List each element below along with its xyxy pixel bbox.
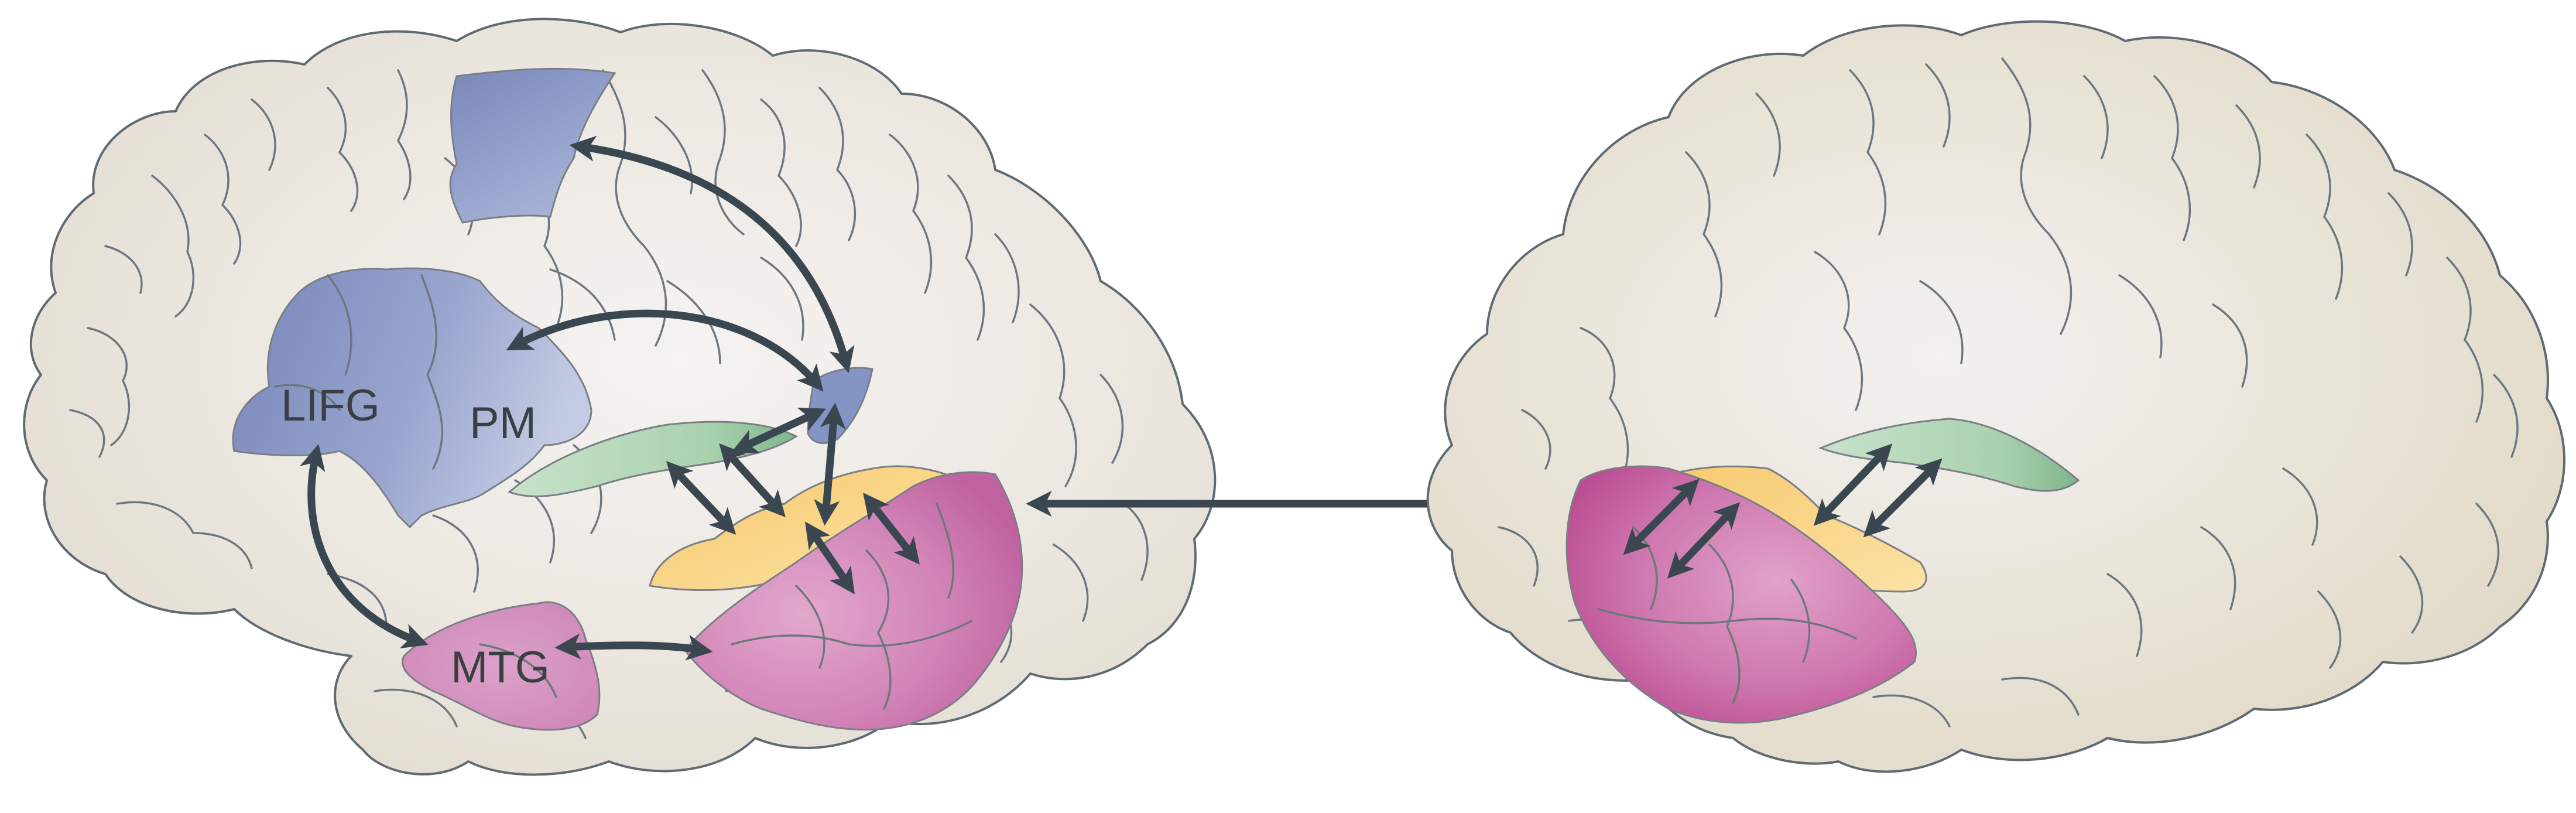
pm-label: PM (470, 398, 536, 448)
right-brain-outline (1426, 20, 2565, 773)
right-arrows (1623, 443, 1943, 579)
arrow-mtg-to-temporal (554, 633, 713, 661)
right-sulci (1498, 57, 2519, 727)
arrow-yellow-to-temporal-2 (863, 493, 920, 565)
arrow-superior-frontal-to-parietal (569, 135, 855, 374)
right-hemisphere (1426, 20, 2565, 773)
arrow-pm-to-parietal (506, 309, 824, 392)
arrow-yellow-to-temporal-1 (805, 521, 855, 595)
arrow-right-yellow-to-temporal-2 (1667, 502, 1741, 579)
arrow-green-to-yellow-1 (666, 461, 737, 535)
arrow-lifg-to-mtg (300, 443, 429, 648)
mtg-region (402, 601, 601, 731)
arrow-parietal-to-temporal-vertical (814, 402, 846, 526)
mtg-label: MTG (451, 643, 550, 692)
left-hemisphere: LIFG PM MTG (23, 18, 1217, 776)
superior-frontal-region (449, 67, 616, 224)
left-region-sulci (274, 274, 973, 710)
arrow-right-green-to-yellow-2 (1863, 458, 1943, 538)
left-brain-outline (23, 18, 1217, 776)
arrow-green-to-yellow-2 (719, 443, 786, 518)
left-arrows (300, 135, 920, 661)
arrow-parietal-to-green (731, 408, 827, 453)
arrow-right-yellow-to-temporal-1 (1623, 479, 1700, 555)
lifg-label: LIFG (281, 381, 380, 431)
